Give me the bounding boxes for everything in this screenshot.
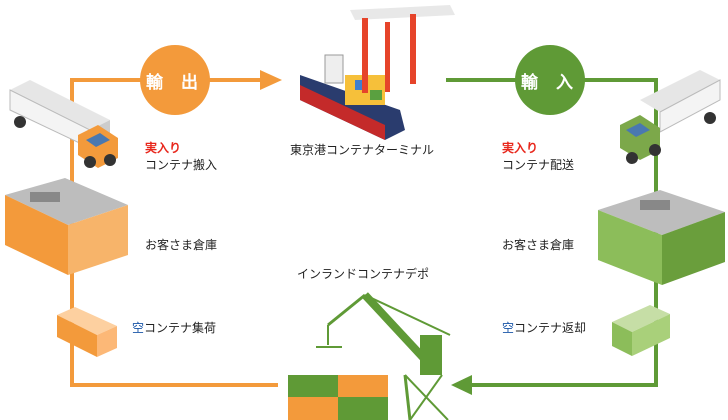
import-arrow-icon: [451, 375, 472, 395]
left-warehouse-label: お客さま倉庫: [145, 238, 218, 252]
delivery-text: コンテナ配送: [502, 158, 575, 172]
export-arrow-icon: [260, 70, 282, 90]
left-empty-pickup-label: 空コンテナ集荷: [132, 320, 216, 337]
depot-containers-icon: [288, 375, 388, 420]
right-empty-return-label: 空コンテナ返却: [502, 320, 586, 337]
empty-return-text: コンテナ返却: [514, 321, 587, 335]
green-empty-container-icon: [612, 305, 670, 356]
green-truck-icon: [620, 70, 721, 164]
green-warehouse-icon: [598, 190, 725, 285]
right-warehouse-label: お客さま倉庫: [502, 238, 575, 252]
export-badge: 輸 出: [140, 45, 210, 115]
empty-pickup-text: コンテナ集荷: [144, 321, 217, 335]
empty-tag: 空: [502, 321, 515, 335]
container-ship-icon: [300, 5, 455, 140]
depot-crane-icon: [316, 292, 451, 420]
orange-empty-container-icon: [57, 307, 117, 357]
export-label: 輸 出: [146, 72, 204, 93]
depot-label: インランドコンテナデポ: [297, 267, 430, 281]
full-tag: 実入り: [502, 141, 539, 155]
carry-in-text: コンテナ搬入: [145, 158, 218, 172]
terminal-label: 東京港コンテナターミナル: [290, 143, 435, 157]
left-carry-in-label: 実入り コンテナ搬入: [145, 140, 217, 174]
full-tag: 実入り: [145, 141, 182, 155]
right-delivery-label: 実入り コンテナ配送: [502, 140, 574, 174]
orange-truck-icon: [9, 80, 118, 168]
orange-warehouse-icon: [5, 178, 128, 275]
import-badge: 輸 入: [515, 45, 585, 115]
import-label: 輸 入: [521, 72, 579, 93]
empty-tag: 空: [132, 321, 145, 335]
